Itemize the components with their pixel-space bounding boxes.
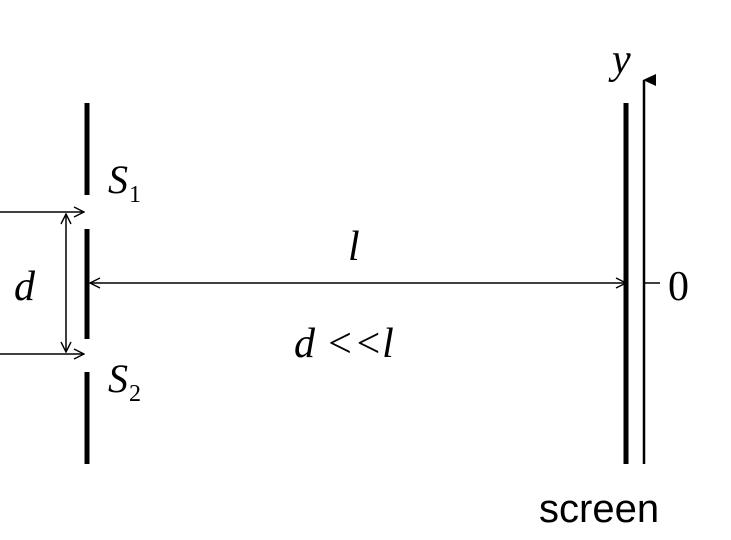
s1-label: S1 bbox=[108, 157, 141, 208]
condition-label: d <<l bbox=[294, 321, 394, 367]
origin-label: 0 bbox=[668, 264, 689, 310]
s1-subscript: 1 bbox=[129, 182, 141, 208]
screen-label: screen bbox=[539, 487, 659, 531]
slit-separation-label: d bbox=[14, 264, 36, 310]
y-axis-label: y bbox=[608, 37, 631, 83]
distance-label: l bbox=[348, 224, 360, 270]
s2-subscript: 2 bbox=[129, 381, 141, 407]
s2-label: S2 bbox=[108, 356, 141, 407]
